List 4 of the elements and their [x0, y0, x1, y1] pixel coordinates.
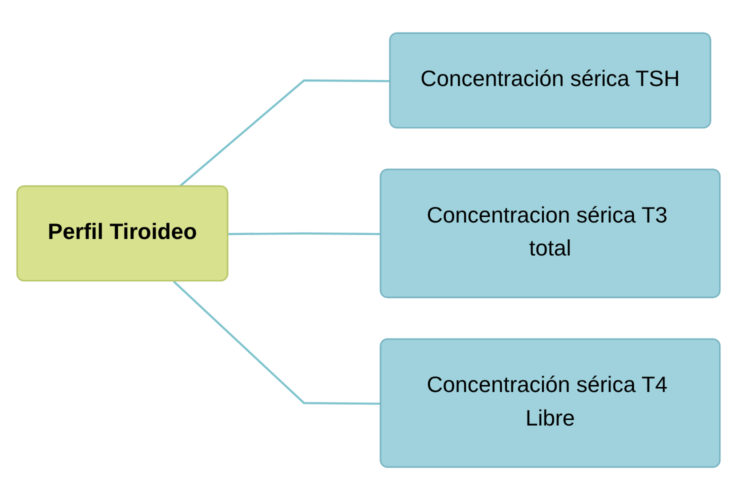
connector	[172, 281, 382, 406]
connector	[228, 232, 382, 236]
diagram: Perfil Tiroideo Concentración sérica TSH Concentracion sérica T3 total Concentración sérica T4 Libre	[6, 22, 731, 479]
connector	[178, 80, 391, 188]
